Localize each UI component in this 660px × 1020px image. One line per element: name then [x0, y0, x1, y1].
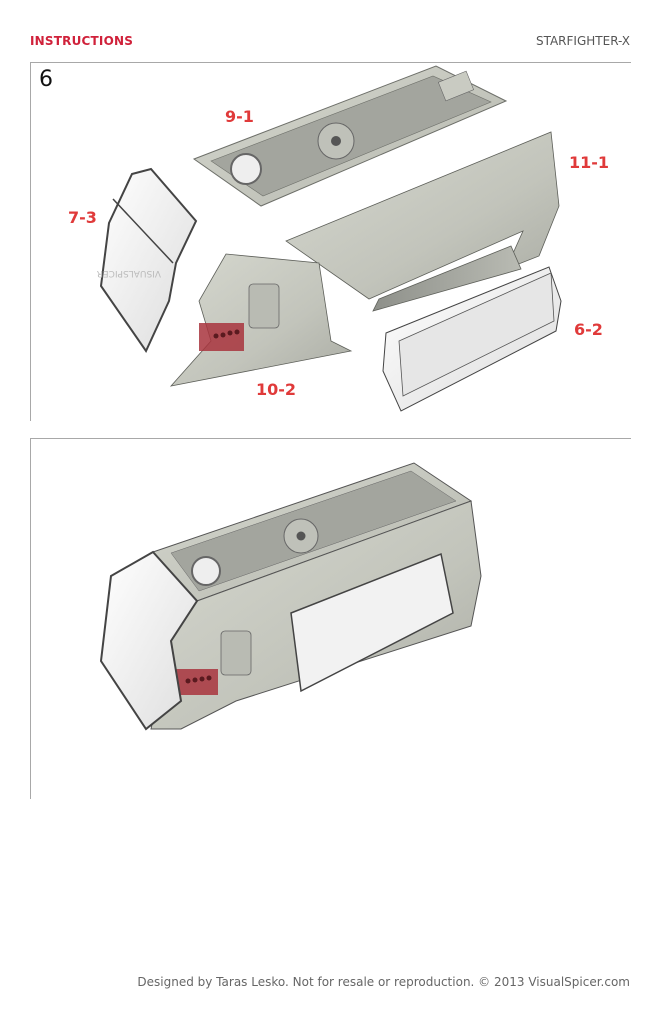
exploded-parts-illustration: VISUALSPICER [97, 65, 562, 412]
part-11-1 [285, 131, 560, 312]
part-label-7-3: 7-3 [68, 208, 97, 227]
section-title: INSTRUCTIONS [30, 34, 134, 48]
svg-text:VISUALSPICER: VISUALSPICER [97, 268, 161, 278]
part-7-3: VISUALSPICER [97, 167, 198, 354]
part-label-11-1: 11-1 [569, 153, 610, 172]
part-9-1 [192, 65, 508, 207]
step-panel-parts: 6 [30, 62, 631, 421]
step-number: 6 [39, 67, 53, 92]
part-label-10-2: 10-2 [256, 380, 297, 399]
part-label-6-2: 6-2 [574, 320, 603, 339]
model-name: STARFIGHTER-X [535, 34, 630, 48]
step-panel-assembled [30, 438, 631, 799]
assembled-part-illustration [99, 462, 482, 731]
footer-credit: Designed by Taras Lesko. Not for resale … [137, 975, 630, 989]
part-10-2 [169, 253, 353, 387]
part-label-9-1: 9-1 [225, 107, 254, 126]
part-6-2 [382, 266, 562, 412]
